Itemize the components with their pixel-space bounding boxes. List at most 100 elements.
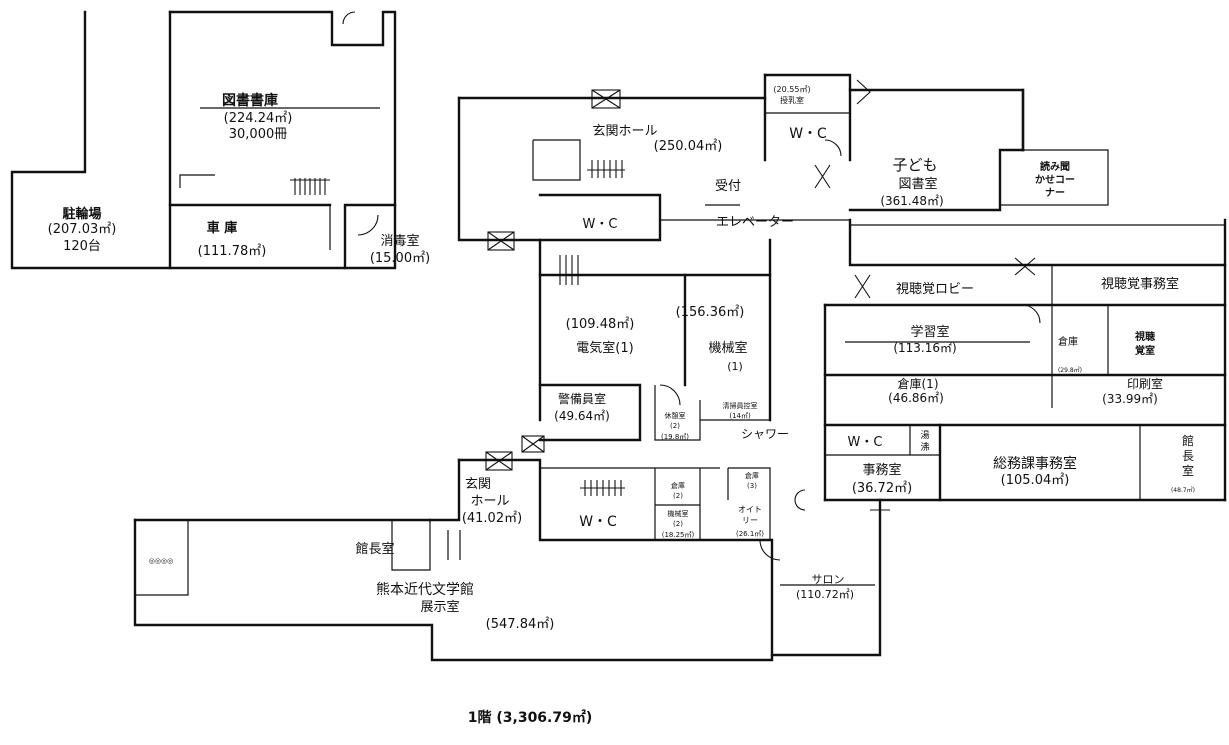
av-office-label: 視聴覚事務室 (1101, 276, 1179, 292)
wc-mid-label: W・C (583, 217, 618, 232)
disinfection-name: 消毒室 (380, 233, 419, 249)
salon-name: サロン (812, 573, 845, 586)
wc-bottom-label: W・C (579, 514, 617, 530)
study-room-area: (113.16㎡) (893, 341, 956, 355)
door-swing-storage[interactable] (342, 11, 356, 25)
stair-top (587, 160, 625, 178)
salon-area: (110.72㎡) (796, 588, 854, 601)
garage-name: 車 庫 (207, 220, 238, 236)
book-storage-capacity: 30,000冊 (229, 127, 288, 142)
museum-line2: 展示室 (420, 599, 459, 615)
stair-bottom (580, 480, 625, 496)
auditorium-line1: オイト (738, 505, 762, 514)
av-lobby-label: 視聴覚ロビー (896, 282, 974, 297)
guard-area: (49.64㎡) (554, 409, 610, 423)
machine-number: (1) (727, 360, 743, 373)
door-x-left[interactable] (487, 231, 515, 251)
guard-small-line1: 休憩室 (665, 411, 686, 420)
museum-line1: 熊本近代文学館 (376, 581, 474, 598)
children-library-line1: 子ども (892, 156, 937, 174)
door-x-topright[interactable] (856, 79, 871, 105)
study-room-name: 学習室 (910, 324, 949, 340)
door-x-av[interactable] (854, 257, 1036, 299)
storage-small2-line1: 倉庫 (671, 481, 685, 490)
guard-small-line2: (2) (670, 422, 680, 430)
electrical-area: (109.48㎡) (566, 317, 635, 332)
bicycle-parking-name: 駐輪場 (62, 206, 101, 222)
small-room-name: 授乳室 (780, 95, 804, 105)
general-affairs-name: 総務課事務室 (993, 455, 1077, 472)
director-right-line2: 長 (1182, 449, 1194, 463)
machine2-line3: (18.25㎡) (662, 531, 695, 539)
room-labels: 図書書庫 (224.24㎡) 30,000冊 駐輪場 (207.03㎡) 120… (48, 85, 1195, 726)
storage-small-area: (29.8㎡) (1058, 366, 1082, 374)
av-room-line2: 覚室 (1135, 344, 1155, 357)
door-swing-guard[interactable] (659, 384, 681, 406)
director-right-line1: 館 (1182, 433, 1194, 448)
entrance-hall-top-area: (250.04㎡) (654, 139, 723, 154)
storage1-name: 倉庫(1) (898, 376, 939, 391)
machine2-line2: (2) (673, 520, 683, 528)
av-room-line1: 視聴 (1134, 330, 1155, 343)
children-library-line2: 図書室 (898, 176, 937, 192)
reading-corner-line2: かせコー (1035, 174, 1075, 186)
stairs (290, 160, 625, 496)
general-affairs-area: (105.04㎡) (1001, 473, 1070, 488)
reception-label: 受付 (715, 179, 741, 194)
door-x-children[interactable] (814, 164, 831, 189)
machine-area: (156.36㎡) (676, 305, 745, 320)
storage-small-name: 倉庫 (1058, 335, 1078, 348)
machine2-line1: 機械室 (668, 509, 689, 518)
bicycle-parking-area: (207.03㎡) (48, 222, 117, 237)
book-storage-area: (224.24㎡) (224, 111, 293, 126)
reading-corner-line3: ナー (1045, 187, 1065, 199)
floor-total-label: 1階 (3,306.79㎡) (468, 709, 593, 726)
wc-right-label: W・C (848, 435, 883, 450)
entrance-hall-line2: ホール (470, 494, 509, 509)
doors[interactable] (342, 11, 1041, 561)
exhibit-box-label: ◎◎◎◎ (149, 557, 173, 565)
cleaning-line2: (14㎡) (729, 412, 751, 420)
printing-name: 印刷室 (1127, 376, 1163, 391)
machine-name: 機械室 (708, 340, 747, 356)
door-swing-right[interactable] (794, 489, 806, 511)
entrance-hall-line1: 玄関 (465, 477, 491, 492)
door-x-entrance[interactable] (485, 435, 545, 471)
storage-small2-line2: (2) (673, 492, 683, 500)
guard-small-line3: (19.8㎡) (661, 433, 689, 441)
auditorium-line3: (26.1㎡) (736, 530, 764, 538)
door-swing-auditorium[interactable] (759, 539, 781, 561)
small-room-area: (20.55㎡) (773, 85, 810, 94)
storage1-area: (46.86㎡) (888, 391, 944, 405)
door-x-top[interactable] (591, 89, 621, 109)
children-library-area: (361.48㎡) (880, 194, 943, 208)
bicycle-parking-capacity: 120台 (63, 239, 101, 254)
door-swing-study[interactable] (1019, 304, 1041, 324)
garage-area: (111.78㎡) (198, 244, 267, 259)
electrical-name: 電気室(1) (576, 340, 633, 356)
guard-name: 警備員室 (558, 391, 606, 406)
cleaning-line1: 清掃員控室 (723, 401, 758, 410)
stair-middle (559, 255, 579, 285)
entrance-hall-area: (41.02㎡) (462, 511, 522, 526)
office-area: (36.72㎡) (852, 481, 912, 496)
reading-corner-line1: 読み聞 (1040, 160, 1070, 173)
door-mark-salon[interactable] (870, 500, 890, 520)
director-right-area: (48.7㎡) (1171, 486, 1195, 494)
book-storage-name: 図書書庫 (222, 92, 278, 109)
door-swing-wc[interactable] (824, 139, 842, 157)
wc-top-label: W・C (789, 126, 827, 142)
office-name: 事務室 (862, 462, 901, 478)
walls (10, 10, 1227, 662)
stair-storage (290, 178, 330, 195)
elevator-label: エレベーター (716, 215, 794, 230)
museum-area: (547.84㎡) (486, 617, 555, 632)
director-right-line3: 室 (1182, 463, 1194, 478)
director-bottom-label: 館長室 (355, 541, 394, 557)
shower-label: シャワー (741, 427, 789, 441)
hot-water-line2: 沸 (920, 441, 929, 453)
door-swing-disinfection[interactable] (357, 214, 379, 236)
auditorium-line2: リー (742, 516, 758, 525)
mini-room-line1: 倉庫 (745, 471, 759, 480)
mini-room-line2: (3) (747, 482, 757, 490)
